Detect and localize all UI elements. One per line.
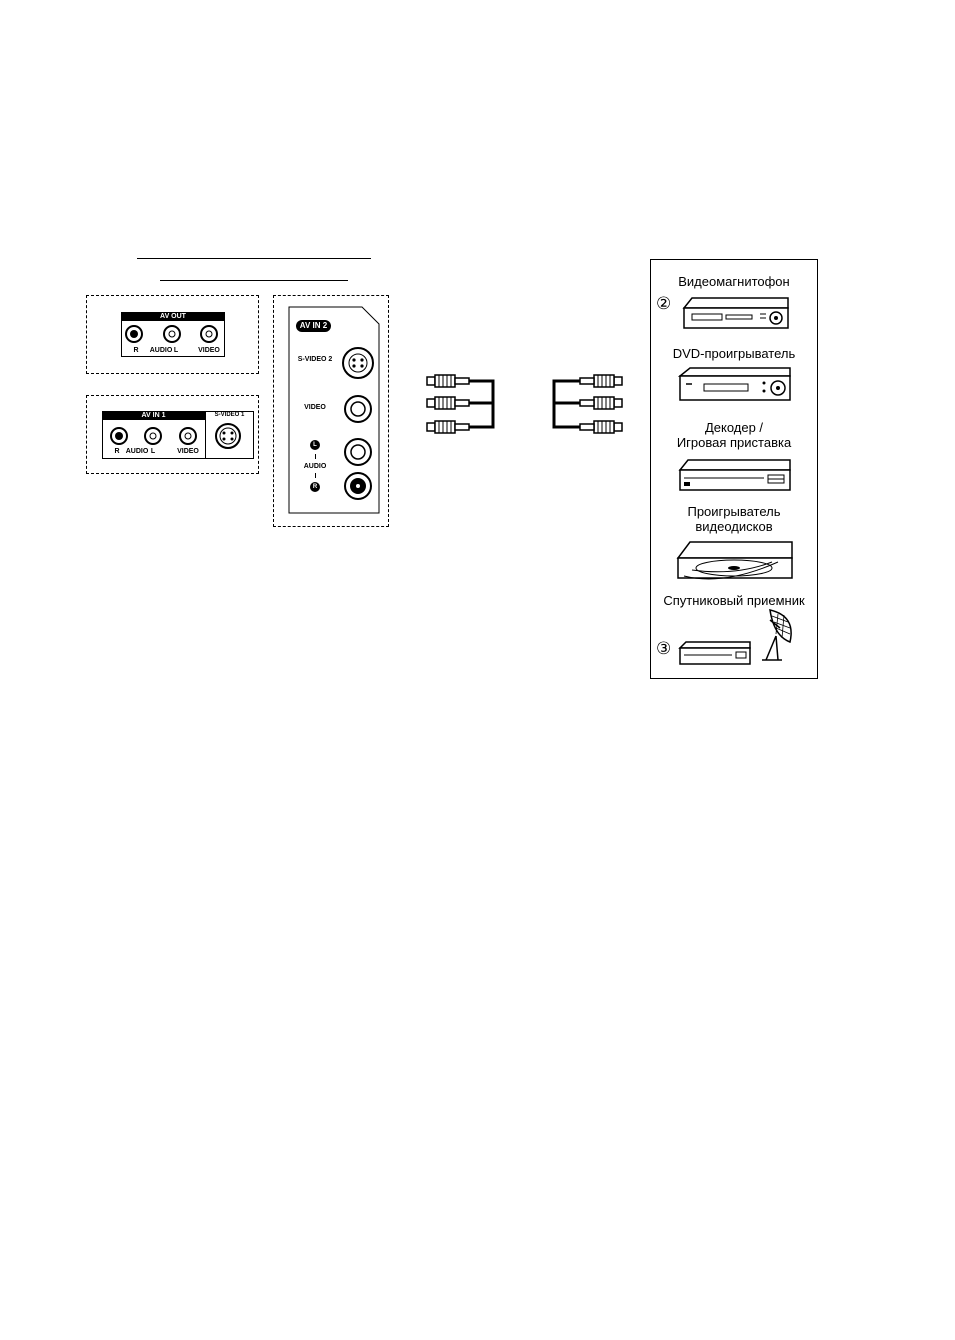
av-out-audio-l-jack xyxy=(164,326,180,342)
av-in2-svideo-label: S-VIDEO 2 xyxy=(293,356,337,363)
rca-cable-right xyxy=(550,372,625,436)
av-in1-svideo-header: S-VIDEO 1 xyxy=(205,411,254,420)
av-in1-video-jack xyxy=(180,428,196,444)
av-in2-video-jack xyxy=(345,396,371,422)
av-in1-video-label: VIDEO xyxy=(175,448,201,455)
marker-2: ② xyxy=(656,294,671,314)
av-in1-audio-r-jack xyxy=(111,428,127,444)
av-out-r-label: R xyxy=(132,347,140,354)
av-in2-badge: AV IN 2 xyxy=(296,320,331,332)
av-out-video-jack xyxy=(201,326,217,342)
dvd-icon xyxy=(680,366,792,402)
av-in1-svideo-jack xyxy=(216,424,240,448)
av-in1-l-label: L xyxy=(149,448,157,455)
av-out-audio-r-jack xyxy=(126,326,142,342)
av-in1-audio-label: AUDIO xyxy=(122,448,152,455)
av-in2-jacks xyxy=(340,344,380,504)
av-in2-audio-r-jack xyxy=(345,473,371,499)
av-in2-audio-label: AUDIO xyxy=(300,463,330,470)
satellite-receiver-icon xyxy=(680,640,752,666)
videodisc-title-line2: видеодисков xyxy=(650,519,818,534)
rca-cable-left xyxy=(425,372,500,436)
av-out-video-label: VIDEO xyxy=(196,347,222,354)
av-in2-svideo-jack xyxy=(343,348,373,378)
av-in2-video-label: VIDEO xyxy=(300,404,330,411)
av-in2-badge-text: AV IN 2 xyxy=(296,320,331,332)
av-in2-tick-2 xyxy=(315,473,316,478)
decoder-title-line2: Игровая приставка xyxy=(650,435,818,450)
satellite-dish-icon xyxy=(756,606,796,664)
vcr-icon xyxy=(684,296,792,332)
title-rule-top xyxy=(137,258,371,259)
av-in2-tick-1 xyxy=(315,454,316,459)
av-in1-header: AV IN 1 xyxy=(102,411,205,420)
av-in2-l-label: L xyxy=(310,440,320,450)
av-in1-audio-l-jack xyxy=(145,428,161,444)
videodisc-icon xyxy=(678,540,794,582)
marker-3: ③ xyxy=(656,639,671,659)
decoder-title-line1: Декодер / xyxy=(650,420,818,435)
av-in2-audio-l-jack xyxy=(345,439,371,465)
dvd-title: DVD-проигрыватель xyxy=(650,346,818,361)
av-in2-r-dot: R xyxy=(310,482,320,492)
videodisc-title-line1: Проигрыватель xyxy=(650,504,818,519)
av-out-l-label: L xyxy=(172,347,180,354)
vcr-title: Видеомагнитофон xyxy=(650,274,818,289)
av-in2-r-label: R xyxy=(310,482,320,492)
decoder-icon xyxy=(680,458,792,492)
av-in1-r-label: R xyxy=(113,448,121,455)
av-in2-l-dot: L xyxy=(310,440,320,450)
title-rule-bottom xyxy=(160,280,348,281)
